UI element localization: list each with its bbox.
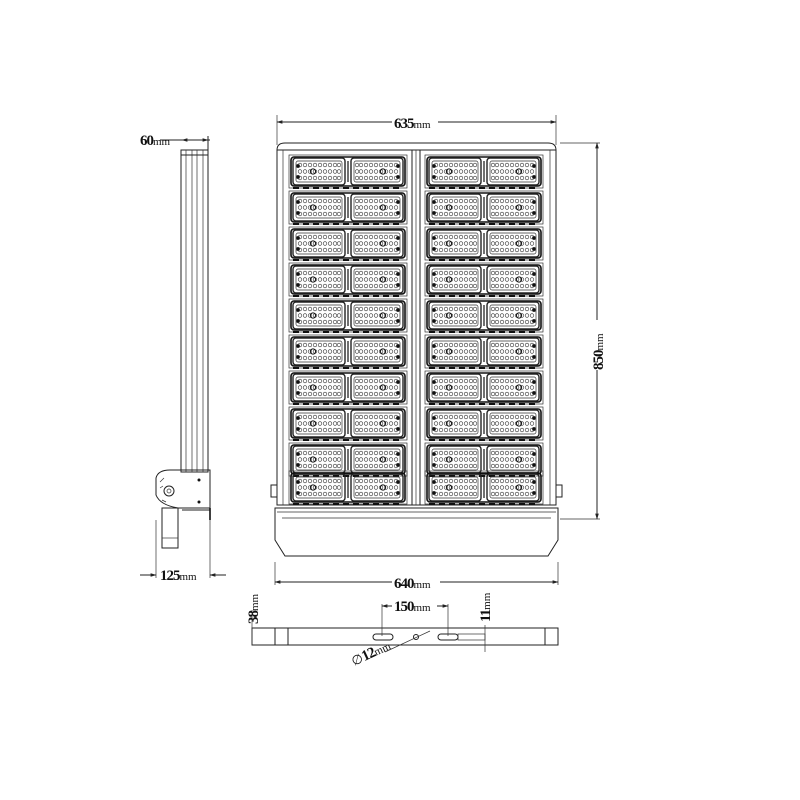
dim-width-bottom: 640mm [394, 576, 431, 592]
dim-hole-diameter: ∅12mm [349, 637, 394, 669]
dim-width-bottom-value: 640 [394, 576, 414, 592]
side-view: 60mm 125mm [140, 133, 226, 584]
dim-depth-bottom: 125mm [160, 568, 197, 584]
fixture-frame [276, 149, 557, 506]
center-hole [413, 634, 419, 640]
dim-hole-diameter-unit: mm [372, 640, 393, 658]
dim-height-value: 850 [591, 350, 607, 370]
dim-depth-bottom-unit: mm [180, 571, 198, 583]
driver-housing [274, 507, 559, 557]
dim-width-top-unit: mm [414, 119, 432, 131]
slot-left [372, 633, 394, 641]
leader-line-hole [384, 630, 431, 653]
dim-height: 850mm [591, 333, 607, 370]
dim-slot-width-unit: mm [481, 592, 493, 610]
dim-depth-top-value: 60 [140, 133, 154, 149]
led-modules-left [289, 155, 407, 504]
dim-hole-spacing: 150mm [394, 599, 431, 615]
dim-width-top: 635mm [394, 116, 431, 132]
dim-width-top-value: 635 [394, 116, 414, 132]
dim-bracket-height: 38mm [246, 593, 262, 624]
dim-hole-spacing-unit: mm [414, 602, 432, 614]
led-modules-right [425, 155, 543, 504]
dim-depth-top-unit: mm [153, 136, 171, 148]
dim-slot-width: 11mm [478, 592, 494, 622]
dim-bracket-height-value: 38 [246, 611, 262, 625]
dim-bracket-height-unit: mm [249, 593, 261, 611]
bracket-view: 38mm 150mm 11mm ∅12mm [246, 592, 559, 669]
dim-width-bottom-unit: mm [414, 579, 432, 591]
dim-hole-spacing-value: 150 [394, 599, 414, 615]
dim-depth-top: 60mm [140, 133, 171, 149]
dim-height-unit: mm [594, 333, 606, 351]
dim-slot-width-value: 11 [478, 609, 494, 622]
dim-depth-bottom-value: 125 [160, 568, 180, 584]
front-view: 635mm [270, 115, 607, 592]
